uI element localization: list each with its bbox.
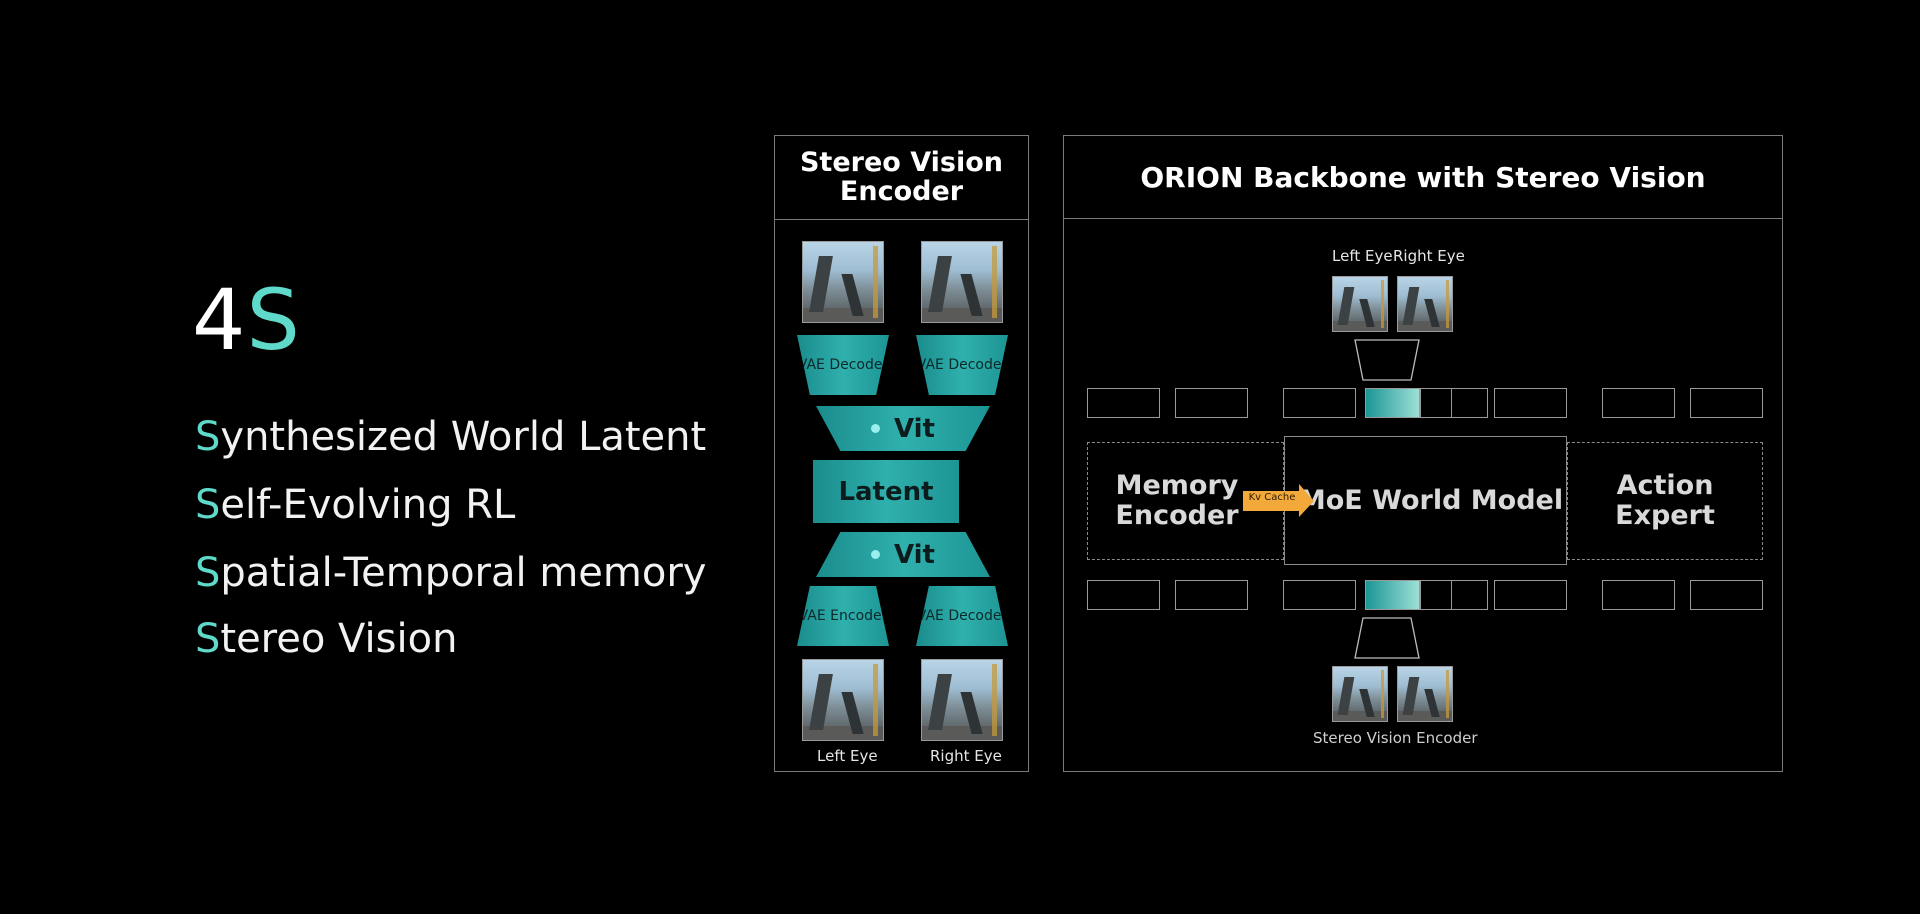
- vit-block-bottom: Vit: [816, 532, 990, 577]
- token-box: [1420, 580, 1488, 610]
- feature-initial: S: [195, 414, 221, 460]
- feature-text: patial-Temporal memory: [220, 550, 707, 596]
- right-eye-image: [921, 241, 1003, 323]
- kv-cache-label: Kv Cache: [1248, 492, 1296, 503]
- title-number: 4: [192, 271, 247, 369]
- left-eye-image: [802, 241, 884, 323]
- left-eye-image: [1332, 666, 1388, 722]
- right-eye-label: Right Eye: [1393, 247, 1465, 265]
- feature-initial: S: [195, 616, 221, 662]
- vae-decoder-block: VAE Decoder: [797, 335, 889, 395]
- feature-initial: S: [195, 550, 221, 596]
- memory-encoder-label: Memory Encoder: [1115, 470, 1239, 531]
- encoder-funnel-bottom: [1354, 617, 1420, 659]
- feature-item: Stereo Vision: [195, 617, 457, 661]
- vit-label: Vit: [893, 539, 935, 570]
- token-box: [1283, 388, 1356, 418]
- feature-text: tereo Vision: [220, 616, 458, 662]
- encoder-funnel-top: [1354, 339, 1420, 381]
- token-box: [1420, 388, 1488, 418]
- left-eye-image: [802, 659, 884, 741]
- feature-text: elf-Evolving RL: [220, 482, 516, 528]
- stereo-encoder-caption: Stereo Vision Encoder: [1313, 729, 1478, 747]
- backbone-panel-title: ORION Backbone with Stereo Vision: [1064, 136, 1782, 219]
- feature-item: Self-Evolving RL: [195, 483, 515, 527]
- token-box: [1087, 388, 1160, 418]
- feature-item: Synthesized World Latent: [195, 415, 706, 459]
- left-eye-label: Left Eye: [817, 747, 878, 765]
- token-box: [1602, 580, 1675, 610]
- moe-world-model-label: MoE World Model: [1298, 484, 1564, 516]
- action-expert-label: Action Expert: [1615, 470, 1715, 531]
- vae-decoder-block: VAE Decoder: [916, 586, 1008, 646]
- vision-token: [1365, 580, 1420, 610]
- vit-block-top: Vit: [816, 406, 990, 451]
- title-letter: S: [246, 271, 301, 369]
- vit-label: Vit: [893, 413, 935, 444]
- encoder-panel-title: Stereo Vision Encoder: [775, 136, 1028, 220]
- right-eye-label: Right Eye: [930, 747, 1002, 765]
- vae-encoder-block: VAE Encoder: [797, 586, 889, 646]
- backbone-panel: ORION Backbone with Stereo Vision Left E…: [1063, 135, 1783, 772]
- action-expert-box: [1567, 442, 1763, 560]
- token-box: [1602, 388, 1675, 418]
- token-box: [1494, 580, 1567, 610]
- token-box: [1175, 580, 1248, 610]
- token-box: [1283, 580, 1356, 610]
- right-eye-image: [921, 659, 1003, 741]
- right-eye-image: [1397, 276, 1453, 332]
- vision-token: [1365, 388, 1420, 418]
- token-divider: [1451, 580, 1452, 610]
- encoder-panel: Stereo Vision Encoder VAE Decoder VAE De…: [774, 135, 1029, 772]
- left-eye-image: [1332, 276, 1388, 332]
- feature-text: ynthesized World Latent: [220, 414, 707, 460]
- kv-cache-arrow: [1243, 484, 1314, 517]
- feature-initial: S: [195, 482, 221, 528]
- left-eye-label: Left Eye: [1332, 247, 1393, 265]
- token-box: [1087, 580, 1160, 610]
- latent-block: Latent: [813, 460, 959, 523]
- dot-icon: [870, 550, 880, 559]
- token-divider: [1451, 388, 1452, 418]
- token-box: [1494, 388, 1567, 418]
- vae-decoder-block: VAE Decoder: [916, 335, 1008, 395]
- feature-item: Spatial-Temporal memory: [195, 551, 706, 595]
- token-box: [1690, 580, 1763, 610]
- token-box: [1690, 388, 1763, 418]
- title-4s: 4S: [192, 278, 301, 362]
- token-box: [1175, 388, 1248, 418]
- dot-icon: [870, 424, 880, 433]
- right-eye-image: [1397, 666, 1453, 722]
